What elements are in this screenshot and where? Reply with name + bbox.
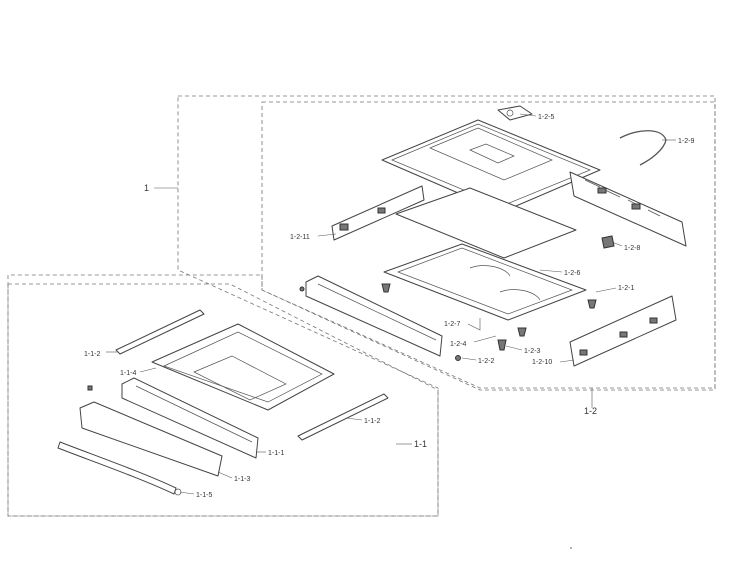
part-1-2-5 (497, 105, 533, 121)
label-assembly-1: 1 (144, 183, 149, 193)
label-1-2-7: 1-2-7 (444, 321, 460, 328)
label-1-2-4: 1-2-4 (450, 341, 466, 348)
label-1-1-4: 1-1-4 (120, 370, 136, 377)
stray-dot (570, 547, 572, 549)
part-1-2-9 (619, 130, 667, 166)
part-1-1-1 (121, 377, 259, 459)
leader-lines (106, 113, 676, 495)
part-1-1-2-right-rail (297, 393, 389, 441)
part-1-1-2-left-rail (115, 309, 205, 355)
part-1-1-5 (57, 441, 177, 495)
label-1-1-1: 1-1-1 (268, 450, 284, 457)
assembly-1-1-boundary (7, 283, 439, 517)
label-1-1-2-right: 1-1-2 (364, 418, 380, 425)
label-assembly-1-2: 1-2 (584, 406, 597, 416)
label-1-2-11: 1-2-11 (290, 234, 310, 241)
label-1-2-9: 1-2-9 (678, 138, 694, 145)
part-1-1-4 (151, 323, 335, 411)
label-assembly-1-1: 1-1 (414, 439, 427, 449)
part-foot-left (299, 283, 391, 293)
part-right-side-panel (569, 171, 687, 247)
part-1-2-4 (517, 327, 527, 337)
label-1-1-5: 1-1-5 (196, 492, 212, 499)
assembly-1-2-boundary (261, 101, 716, 389)
label-1-2-6: 1-2-6 (564, 270, 580, 277)
part-1-2-3 (497, 339, 507, 351)
part-front-frame (305, 275, 443, 357)
label-1-2-8: 1-2-8 (624, 245, 640, 252)
label-1-1-2-left: 1-1-2 (84, 351, 100, 358)
label-1-2-1: 1-2-1 (618, 285, 634, 292)
label-1-2-10: 1-2-10 (532, 359, 552, 366)
part-1-1-3 (79, 401, 223, 477)
part-1-2-1 (587, 299, 597, 309)
part-1-2-2 (455, 355, 461, 361)
part-middle-plate (395, 187, 577, 259)
part-1-2-6 (383, 243, 587, 321)
label-1-2-5: 1-2-5 (538, 114, 554, 121)
label-1-2-3: 1-2-3 (524, 348, 540, 355)
part-1-2-8 (601, 235, 615, 249)
label-1-1-3: 1-1-3 (234, 476, 250, 483)
part-1-2-10 (569, 295, 677, 367)
label-1-2-2: 1-2-2 (478, 358, 494, 365)
